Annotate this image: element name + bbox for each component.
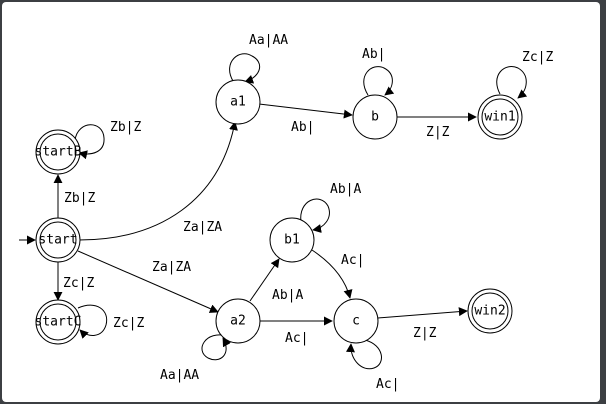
state-c[interactable]: c — [333, 298, 379, 344]
state-win2-label: win2 — [474, 304, 505, 319]
edge-b1-loop — [300, 198, 330, 233]
state-startC-label: startC — [35, 315, 82, 330]
label-b1-loop: Ab|A — [330, 182, 361, 197]
label-start-to-a2: Za|ZA — [152, 260, 191, 275]
label-startB-loop: Zb|Z — [110, 120, 141, 135]
state-win1[interactable]: win1 — [477, 94, 523, 140]
state-a2-label: a2 — [230, 314, 246, 329]
edge-start-to-a2 — [77, 250, 219, 313]
edge-c-to-win2 — [377, 307, 468, 319]
edge-start-to-a1 — [78, 121, 238, 241]
edge-b1-to-c — [311, 249, 353, 299]
label-a2-to-b1: Ab|A — [272, 288, 303, 303]
edge-win1-loop — [496, 66, 528, 99]
label-a1-loop: Aa|AA — [249, 33, 288, 48]
state-startB[interactable]: startB — [35, 129, 82, 175]
edge-startC-loop — [77, 304, 108, 339]
edge-a1-loop — [229, 53, 261, 84]
label-b-to-win1: Z|Z — [426, 125, 450, 140]
label-a2-loop: Aa|AA — [160, 368, 199, 383]
edge-a1-to-b — [258, 103, 353, 119]
edge-startB-loop — [74, 124, 105, 160]
state-c-label: c — [352, 314, 360, 329]
state-a1-label: a1 — [230, 95, 246, 110]
label-c-loop: Ac| — [376, 377, 399, 392]
label-b1-to-c: Ac| — [341, 253, 364, 268]
state-start-label: start — [38, 233, 77, 248]
label-start-to-a1: Za|ZA — [183, 220, 222, 235]
label-c-to-win2: Z|Z — [413, 326, 437, 341]
state-b1[interactable]: b1 — [269, 217, 315, 263]
state-win2[interactable]: win2 — [467, 288, 513, 334]
state-startC[interactable]: startC — [35, 299, 82, 345]
label-win1-loop: Zc|Z — [522, 50, 553, 65]
edge-a2-loop — [201, 334, 231, 361]
label-start-to-startC: Zc|Z — [63, 276, 94, 291]
edge-a2-to-b1 — [249, 258, 280, 302]
label-startC-loop: Zc|Z — [113, 316, 144, 331]
label-a2-to-c: Ac| — [285, 331, 308, 346]
state-start[interactable]: start — [35, 217, 81, 263]
label-b-loop: Ab| — [362, 47, 385, 62]
diagram-background — [2, 2, 600, 402]
state-win1-label: win1 — [484, 110, 515, 125]
edge-c-loop — [346, 339, 382, 370]
label-a1-to-b: Ab| — [291, 120, 314, 135]
state-startB-label: startB — [35, 145, 82, 160]
label-start-to-startB: Zb|Z — [64, 191, 95, 206]
state-b1-label: b1 — [284, 233, 300, 248]
state-a2[interactable]: a2 — [215, 298, 261, 344]
state-a1[interactable]: a1 — [215, 79, 261, 125]
edge-b-loop — [363, 66, 395, 96]
state-b[interactable]: b — [352, 94, 398, 140]
state-b-label: b — [371, 110, 379, 125]
